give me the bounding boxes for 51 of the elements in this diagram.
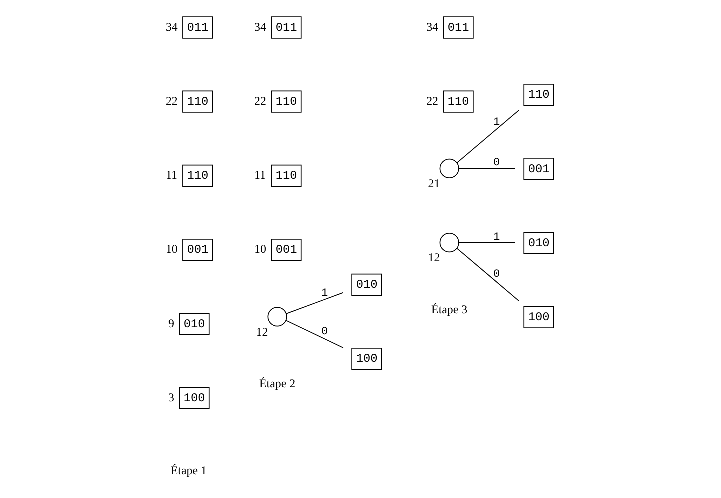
node-label: 10 — [254, 242, 266, 256]
node-circle — [439, 233, 459, 253]
edge-label: 1 — [493, 116, 500, 129]
connector — [458, 242, 516, 244]
node-box: 011 — [270, 16, 302, 39]
node-label: 34 — [254, 20, 266, 34]
node-box: 100 — [523, 306, 554, 328]
node-box: 110 — [523, 84, 554, 106]
label: Étape 2 — [259, 376, 296, 390]
connector — [456, 248, 520, 302]
node-label: 12 — [428, 250, 440, 265]
edge-label: 1 — [320, 288, 328, 300]
node-box: 100 — [178, 387, 210, 410]
node-label: 10 — [165, 242, 178, 256]
node-box: 011 — [442, 16, 474, 39]
node-label: 21 — [428, 176, 440, 191]
node-box: 001 — [182, 239, 213, 262]
label: Étape 3 — [431, 302, 468, 316]
node-box: 010 — [178, 313, 210, 336]
node-label: 9 — [168, 316, 174, 330]
node-box: 110 — [270, 90, 302, 113]
connector — [456, 110, 520, 164]
node-box: 011 — [182, 16, 213, 39]
edge-label: 1 — [493, 232, 500, 244]
node-box: 010 — [523, 232, 554, 254]
edge-label: 0 — [493, 269, 500, 282]
node-label: 22 — [254, 94, 266, 108]
connector — [286, 292, 344, 314]
node-label: 22 — [165, 94, 178, 108]
node-circle — [267, 307, 287, 327]
connector — [286, 320, 344, 348]
label: Étape 1 — [170, 463, 206, 478]
edge-label: 0 — [493, 158, 500, 170]
node-label: 34 — [426, 20, 438, 34]
node-label: 22 — [426, 94, 438, 108]
node-box: 001 — [270, 239, 302, 262]
node-label: 11 — [254, 168, 266, 182]
node-box: 110 — [442, 90, 474, 113]
node-box: 110 — [182, 90, 213, 113]
edge-label: 0 — [320, 326, 328, 338]
node-label: 12 — [256, 324, 268, 339]
node-circle — [439, 158, 459, 179]
node-box: 110 — [270, 164, 302, 188]
node-box: 100 — [351, 348, 382, 370]
node-label: 34 — [165, 20, 178, 34]
node-label: 11 — [165, 168, 177, 182]
connector — [458, 168, 516, 170]
node-box: 001 — [523, 158, 554, 180]
node-box: 010 — [351, 274, 382, 296]
node-box: 110 — [182, 164, 213, 188]
node-label: 3 — [168, 390, 174, 404]
